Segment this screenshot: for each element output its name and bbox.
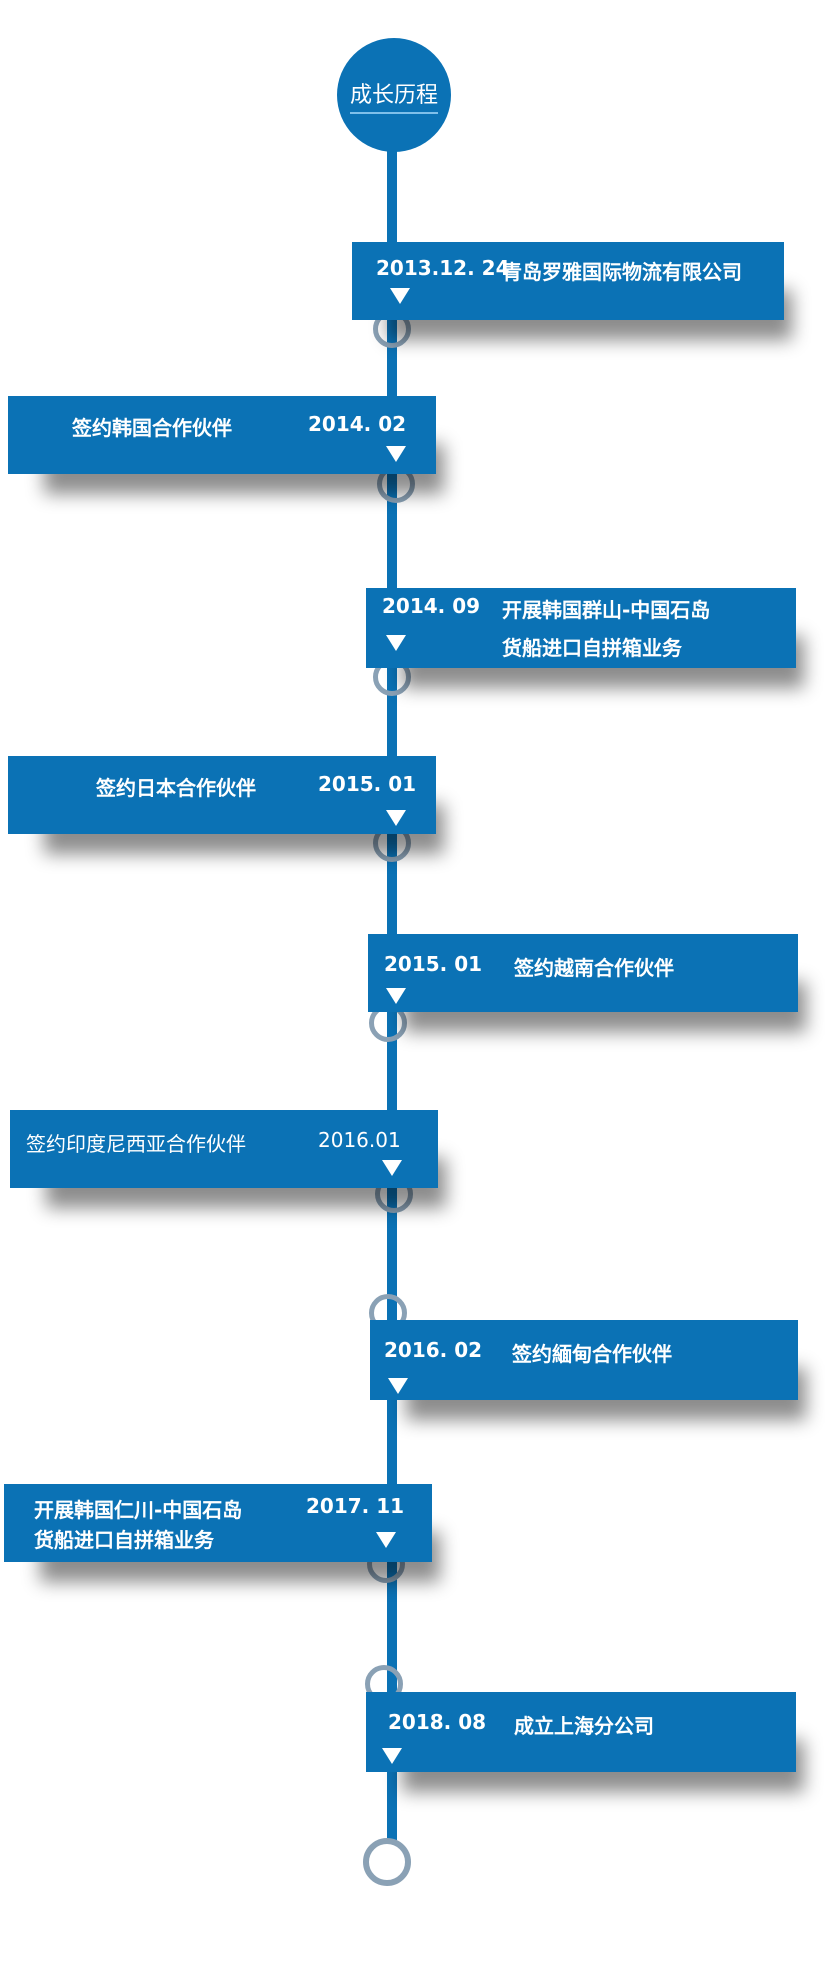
timeline-header-badge: 成长历程 [337, 38, 451, 152]
timeline-event-2013-12: 2013.12. 24 青岛罗雅国际物流有限公司 [352, 242, 784, 320]
event-text: 签约日本合作伙伴 [96, 776, 256, 800]
event-date: 2016.01 [318, 1128, 401, 1152]
down-triangle-icon [388, 1378, 408, 1394]
event-date: 2014. 09 [382, 594, 481, 618]
down-triangle-icon [386, 635, 406, 651]
event-date: 2013.12. 24 [376, 256, 510, 280]
event-text-line1: 开展韩国群山-中国石岛 [502, 598, 711, 622]
event-text: 签约越南合作伙伴 [514, 956, 674, 980]
event-date: 2017. 11 [306, 1494, 405, 1518]
event-date: 2015. 01 [384, 952, 483, 976]
timeline-event-2014-09: 2014. 09 开展韩国群山-中国石岛 货船进口自拼箱业务 [366, 588, 796, 668]
timeline-event-2017-11: 开展韩国仁川-中国石岛 货船进口自拼箱业务 2017. 11 [4, 1484, 432, 1562]
down-triangle-icon [376, 1532, 396, 1548]
timeline-event-2018-08: 2018. 08 成立上海分公司 [366, 1692, 796, 1772]
timeline-event-2016-01: 签约印度尼西亚合作伙伴 2016.01 [10, 1110, 438, 1188]
event-text: 签约韩国合作伙伴 [72, 416, 232, 440]
event-text: 成立上海分公司 [514, 1714, 654, 1738]
down-triangle-icon [386, 810, 406, 826]
event-date: 2016. 02 [384, 1338, 483, 1362]
event-date: 2014. 02 [308, 412, 407, 436]
timeline-event-2016-02: 2016. 02 签约緬甸合作伙伴 [370, 1320, 798, 1400]
down-triangle-icon [386, 988, 406, 1004]
down-triangle-icon [382, 1160, 402, 1176]
down-triangle-icon [390, 288, 410, 304]
event-text: 青岛罗雅国际物流有限公司 [502, 260, 742, 284]
event-text: 签约緬甸合作伙伴 [512, 1342, 672, 1366]
timeline-end-node [363, 1838, 411, 1886]
timeline-event-2014-02: 签约韩国合作伙伴 2014. 02 [8, 396, 436, 474]
down-triangle-icon [386, 446, 406, 462]
event-text-line2: 货船进口自拼箱业务 [502, 636, 682, 660]
event-text-line1: 开展韩国仁川-中国石岛 [34, 1498, 243, 1522]
down-triangle-icon [382, 1748, 402, 1764]
timeline-title: 成长历程 [349, 77, 438, 114]
timeline-event-2015-01-jp: 签约日本合作伙伴 2015. 01 [8, 756, 436, 834]
event-text-line2: 货船进口自拼箱业务 [34, 1528, 214, 1552]
event-date: 2018. 08 [388, 1710, 487, 1734]
event-text: 签约印度尼西亚合作伙伴 [26, 1132, 246, 1156]
timeline-event-2015-01-vn: 2015. 01 签约越南合作伙伴 [368, 934, 798, 1012]
event-date: 2015. 01 [318, 772, 417, 796]
